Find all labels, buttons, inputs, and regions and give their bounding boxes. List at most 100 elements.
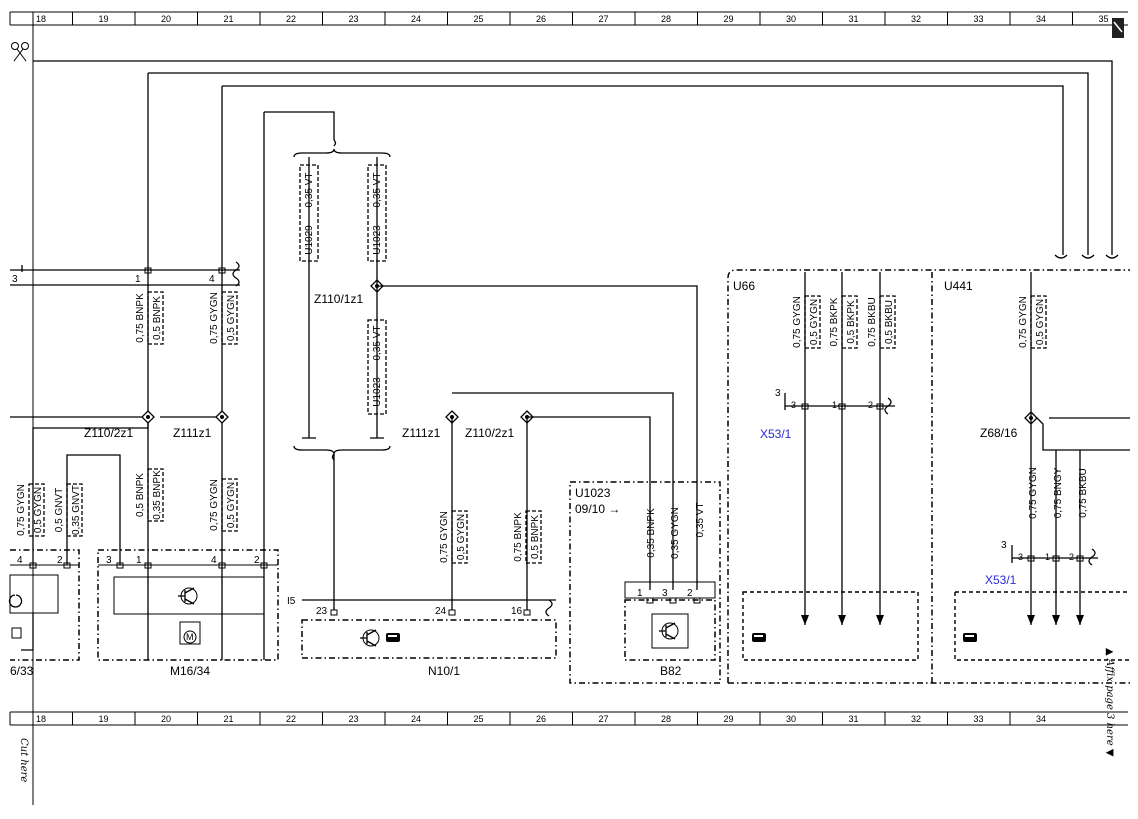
n10-pin-16: 16 [511, 606, 523, 617]
pointing-hand-icon [386, 633, 400, 642]
wire-label-box [221, 478, 238, 532]
ruler-col-bottom: 19 [98, 714, 108, 724]
wire-label-box [147, 291, 164, 345]
ruler-col-top: 20 [161, 14, 171, 24]
ruler-col-bottom: 23 [348, 714, 358, 724]
wire-label: 0,75 GYGN [439, 511, 450, 563]
wire-label-box [525, 510, 542, 564]
ruler-col-bottom: 18 [36, 714, 46, 724]
wire-label: 0,75 GYGN [1018, 296, 1029, 348]
ruler-col-bottom: 34 [1036, 714, 1046, 724]
ruler-col-bottom: 29 [723, 714, 733, 724]
wire-label: 0,35 GYGN [670, 507, 681, 559]
ruler-col-bottom: 20 [161, 714, 171, 724]
wire-label: 0,5 GYGN [226, 482, 237, 528]
wire-label: 0,5 BNPK [135, 473, 146, 517]
ruler-col-top: 33 [973, 14, 983, 24]
x53a-pin-3-inner: 3 [791, 400, 796, 410]
ruler-col-top: 27 [598, 14, 608, 24]
n10-1-component: I5 23 24 16 N10/1 [287, 596, 557, 678]
ruler-col-top: 29 [723, 14, 733, 24]
ruler-col-bottom: 31 [848, 714, 858, 724]
wire-label: 0,35 BNPK [152, 470, 163, 520]
wire-label: 0,5 GYGN [456, 514, 467, 560]
wire-label: 0,5 BKBU [884, 300, 895, 344]
ruler-col-bottom: 27 [598, 714, 608, 724]
wire-label: 0,75 BKBU [867, 297, 878, 346]
u66-section: U66 U441 3 3 1 2 X53/1 [727, 269, 1130, 684]
transistor-icon [360, 629, 380, 647]
wire-label-box [221, 291, 238, 345]
x53b-pin-3: 3 [1001, 540, 1007, 551]
m16-pin-1: 1 [136, 555, 142, 566]
variant-bracket [293, 139, 698, 610]
motor-icon: M [179, 621, 201, 645]
wire-label: 0,5 BNPK [530, 515, 541, 559]
wire-label: 0,75 BNPK [513, 512, 524, 562]
n10-pin-23: 23 [316, 606, 328, 617]
x53a-pin-3: 3 [775, 388, 781, 399]
n10-1-label: N10/1 [428, 664, 460, 678]
bus-pin-4: 4 [209, 274, 215, 285]
wire-label: 0,5 BNPK [152, 296, 163, 340]
ruler-col-top: 18 [36, 14, 46, 24]
bus-connector: 3 1 4 [12, 265, 226, 285]
wire-label: 0,75 GYGN [1028, 467, 1039, 519]
page-corner-icon [1112, 18, 1124, 38]
ruler-col-bottom: 30 [786, 714, 796, 724]
x53b-pin-2: 2 [1069, 552, 1074, 562]
ruler-col-top: 26 [536, 14, 546, 24]
splice-z111z1-b: Z111z1 [402, 426, 441, 440]
m16-pin-2: 2 [254, 555, 260, 566]
wire-label: 0,5 GYGN [1035, 299, 1046, 345]
x53a-pin-1: 1 [832, 400, 837, 410]
ruler-col-top: 25 [473, 14, 483, 24]
ruler-col-top: 31 [848, 14, 858, 24]
i5-label: I5 [287, 596, 296, 607]
affix-note: ▲ Affix page 3 here ▼ [1104, 648, 1115, 757]
ruler-col-bottom: 28 [661, 714, 671, 724]
ruler-col-top: 23 [348, 14, 358, 24]
wire-label: 0,75 GYGN [16, 484, 27, 536]
wire-label: 0,5 BKPK [846, 300, 857, 344]
ruler-col-bottom: 32 [911, 714, 921, 724]
u441-label: U441 [944, 279, 973, 293]
ruler-col-bottom: 22 [286, 714, 296, 724]
left-component: 4 2 6/33 [8, 549, 80, 678]
wire-label-box [28, 483, 45, 537]
x53-1-label-a: X53/1 [760, 427, 792, 441]
splice-z110-2z1-a: Z110/2z1 [84, 426, 133, 440]
wire-label: 0,35 BNPK [646, 508, 657, 558]
pointing-hand-icon [752, 633, 766, 642]
scissors-icon [11, 42, 29, 62]
splice-z110-2z1-b: Z110/2z1 [465, 426, 514, 440]
b82-pin-1: 1 [637, 588, 643, 599]
splice-points: Z110/2z1 Z111z1 Z110/1z1 Z111z1 Z110/2z1… [84, 279, 1038, 440]
left-component-label: 6/33 [10, 664, 34, 678]
x53b-pin-3-inner: 3 [1018, 552, 1023, 562]
ruler-col-top: 19 [98, 14, 108, 24]
x53a-pin-2: 2 [868, 400, 873, 410]
wire-label: 0,75 BNPK [135, 293, 146, 343]
cut-here-note: Cut here [18, 738, 29, 782]
n10-pin-24: 24 [435, 606, 447, 617]
u441-section: 3 3 1 2 X53/1 [954, 272, 1130, 661]
left-pin-4: 4 [17, 555, 23, 566]
u1023-box: U1023 09/10 → 1 3 2 B82 [569, 481, 721, 684]
b82-pin-3: 3 [662, 588, 668, 599]
n10-wires [451, 392, 674, 610]
pointing-hand-icon [963, 633, 977, 642]
wire-label: 0,75 BKBU [1078, 468, 1089, 517]
m16-34-component: 3 1 4 2 M M16/34 [97, 549, 279, 678]
ruler-col-bottom: 24 [411, 714, 421, 724]
wire-label: 0,5 GYGN [226, 295, 237, 341]
m16-pin-4: 4 [211, 555, 217, 566]
ruler-col-bottom: 33 [973, 714, 983, 724]
wire-label: 0,35 GNVT [71, 485, 82, 535]
x53-1-label-b: X53/1 [985, 573, 1017, 587]
bus-label: 3 [12, 274, 18, 285]
ruler-col-top: 32 [911, 14, 921, 24]
